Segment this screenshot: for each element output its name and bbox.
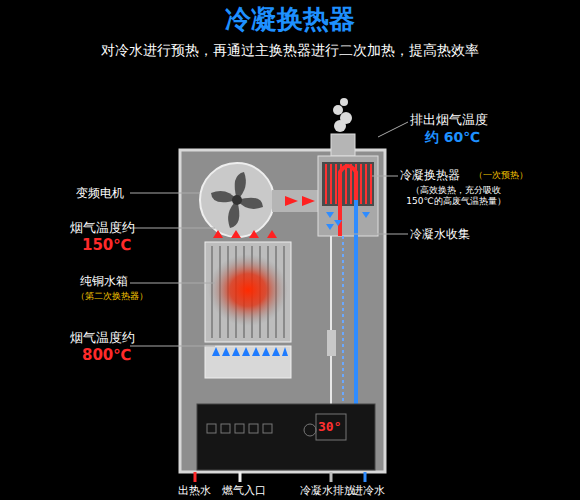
temperature-value: 约 60℃	[425, 129, 480, 146]
port-label: 燃气入口	[222, 484, 266, 497]
fan-housing	[200, 163, 274, 237]
temperature-value: 150℃	[82, 236, 131, 254]
drain-pipe	[330, 472, 333, 482]
burner	[205, 346, 291, 378]
subtitle: 对冷水进行预热，再通过主换热器进行二次加热，提高热效率	[0, 42, 580, 59]
fan-blades	[211, 172, 263, 228]
leader-line	[345, 234, 408, 235]
part-label: 冷凝水收集	[410, 227, 470, 241]
flames	[212, 347, 288, 356]
leader-line	[378, 122, 408, 137]
note-label: 烟气温度约	[70, 220, 135, 236]
leader-line	[130, 283, 215, 284]
flow-arrow	[285, 196, 298, 206]
heat-arrows	[213, 230, 277, 238]
port-label: 出热水	[178, 484, 211, 497]
flow-arrow	[302, 196, 315, 206]
part-label: 纯铜水箱	[80, 274, 128, 288]
water-pipe	[342, 236, 344, 405]
note-label: 烟气温度约	[70, 330, 135, 346]
condensate-pipe	[330, 236, 332, 405]
copper-tank	[205, 242, 291, 342]
port-label: 冷凝水排放	[300, 484, 355, 497]
condenser-fins	[326, 164, 371, 204]
leader-line	[372, 176, 398, 177]
preheat-pipe	[340, 166, 356, 236]
cold-pipe	[354, 200, 358, 236]
condenser-box	[318, 156, 378, 236]
control-panel	[197, 404, 375, 470]
condensate-drops	[326, 212, 370, 230]
condenser-core	[322, 162, 374, 206]
note-label: （高效换热，充分吸收 150℃的高废气温热量）	[406, 185, 506, 207]
temperature-value: 800℃	[82, 346, 131, 364]
note-label: （一次预热）	[474, 170, 528, 181]
cold-in-pipe	[364, 472, 367, 482]
part-label: 变频电机	[76, 186, 124, 200]
display-readout: 30°	[318, 419, 341, 435]
title: 冷凝换热器	[0, 4, 580, 35]
heater-body	[180, 150, 385, 472]
heat-glow	[208, 254, 288, 326]
leader-line	[130, 193, 200, 194]
panel-buttons	[207, 414, 346, 440]
leader-line	[130, 346, 215, 347]
note-label: 排出烟气温度	[410, 112, 488, 128]
trap	[327, 330, 336, 356]
cold-water-pipe	[354, 236, 358, 405]
port-label: 进冷水	[352, 484, 385, 497]
hot-out-pipe	[194, 472, 197, 482]
part-label: 冷凝换热器	[400, 168, 460, 182]
note-label: （第二次换热器）	[76, 291, 148, 302]
gas-pipe	[239, 472, 242, 482]
leader-line	[130, 228, 215, 229]
smoke	[333, 98, 352, 132]
flue-duct	[272, 190, 320, 212]
exhaust-stack	[331, 134, 355, 156]
